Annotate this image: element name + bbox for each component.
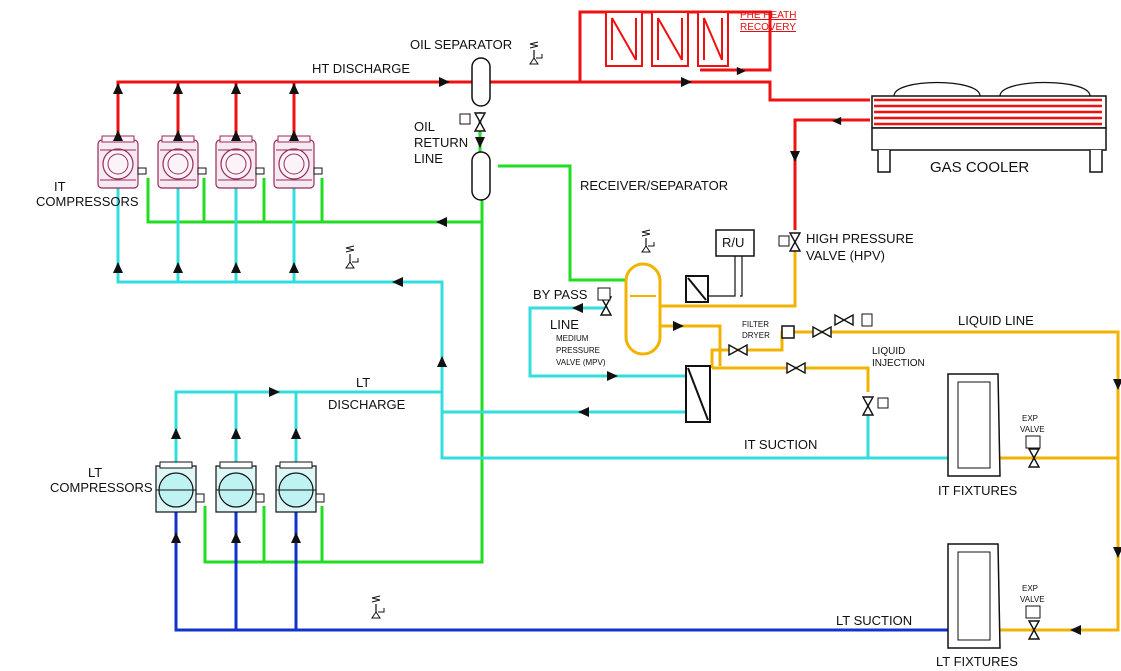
ru-label: R/U	[722, 235, 745, 250]
liquid-injection-label-2: INJECTION	[872, 358, 925, 369]
lt-compressors-label-1: LT	[88, 465, 103, 480]
exp-valve-2-label-1: EXP	[1022, 584, 1039, 593]
exp-valve-1-label-2: VALVE	[1020, 425, 1045, 434]
phe-label-line1: PHE HEATH	[740, 10, 797, 21]
by-pass-label: BY PASS	[533, 287, 588, 302]
gas-cooler-label: GAS COOLER	[930, 159, 1030, 176]
ht-discharge-label: HT DISCHARGE	[312, 61, 410, 76]
exp-valve-2-label-2: VALVE	[1020, 595, 1045, 604]
lt-discharge-label-2: DISCHARGE	[328, 397, 406, 412]
hpv-label-2: VALVE (HPV)	[806, 248, 885, 263]
filter-dryer-label-2: DRYER	[742, 331, 770, 340]
exp-valve-1-label-1: EXP	[1022, 414, 1039, 423]
oil-return-label-2: RETURN	[414, 135, 469, 150]
liquid-injection-label-1: LIQUID	[872, 346, 906, 357]
line-label: LINE	[550, 317, 579, 332]
mpv-label-2: PRESSURE	[556, 346, 601, 355]
filter-dryer-label-1: FILTER	[742, 320, 769, 329]
lt-discharge-label-1: LT	[356, 375, 371, 390]
hpv-label-1: HIGH PRESSURE	[806, 231, 914, 246]
oil-return-label-3: LINE	[414, 151, 443, 166]
phe-label-line2: RECOVERY	[740, 22, 796, 33]
it-suction-label: IT SUCTION	[744, 437, 818, 452]
receiver-separator-label: RECEIVER/SEPARATOR	[580, 178, 729, 193]
liquid-line-label: LIQUID LINE	[958, 313, 1034, 328]
mpv-label-3: VALVE (MPV)	[556, 358, 606, 367]
oil-return-label-1: OIL	[414, 119, 435, 134]
lt-compressors-label-2: COMPRESSORS	[50, 480, 153, 495]
oil-separator-label: OIL SEPARATOR	[410, 37, 513, 52]
lt-suction-label: LT SUCTION	[836, 613, 913, 628]
lt-fixtures-label: LT FIXTURES	[936, 654, 1018, 669]
mpv-label-1: MEDIUM	[556, 334, 589, 343]
it-fixtures-label: IT FIXTURES	[938, 483, 1018, 498]
it-compressors-label-1: IT	[54, 179, 66, 194]
it-compressors-label-2: COMPRESSORS	[36, 194, 139, 209]
